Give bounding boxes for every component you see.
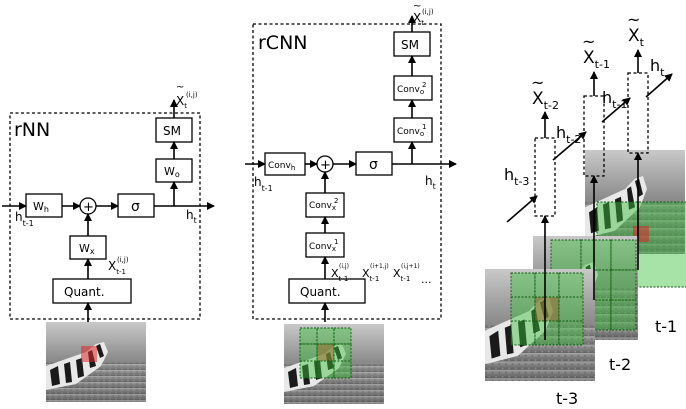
output-label-0: Xt-2 [532,89,559,112]
rnn-panel: rNN Wh + σ Wx Quant. Wo SM ht-1 ht [2,82,215,402]
hidden-label-0: ht-3 [504,165,529,188]
frame-t-3 [485,269,595,381]
conv-o1-sup: 1 [422,123,426,131]
rcnn-input-1: Xt-1 [362,267,379,283]
frame-label-0: t-3 [556,389,578,408]
rcnn-plus-sign: + [320,158,331,173]
hidden-label-2: ht-1 [602,88,627,111]
conv-h-label: Convh [268,161,295,172]
rnn-patch-highlight [81,346,97,362]
hidden-label-1: ht-2 [556,123,581,146]
rnn-sm-box [155,117,193,143]
rcnn-x-out: Xt [413,11,424,27]
rcnn-ellipsis: ... [421,273,432,286]
rnn-x-out-sup: (i,j) [186,91,198,99]
rnn-x-out: Xt [176,94,187,110]
frame-t-2 [533,236,638,340]
rnn-sm-label: SM [163,124,181,138]
rcnn-input-0-sup: (i,j) [339,263,349,270]
output-tilde-0: ~ [531,73,544,92]
frame-label-2: t-1 [655,317,677,336]
conv-o1-box [393,117,433,143]
rcnn-h-in: ht-1 [254,175,273,193]
rcnn-title: rCNN [258,32,308,54]
conv-x1-sup: 1 [334,238,338,246]
unrolled-panel: Xt-2 ~ Xt-1 ~ Xt ~ ht-3 ht-2 ht-1 ht t-3… [485,10,686,408]
rcnn-input-2: Xt-1 [393,267,410,283]
wh-label: Wh [33,200,49,214]
wx-label: Wx [79,242,95,256]
conv-x1-label: Convx [309,242,336,253]
output-label-2: Xt [628,26,645,49]
rcnn-quant-label: Quant. [300,285,341,299]
rcnn-input-2-sup: (i,j+1) [401,263,420,270]
hidden-label-3: ht [650,56,665,79]
wo-label: Wo [164,165,180,179]
rnn-h-in: ht-1 [15,210,34,228]
rnn-sigma-label: σ [131,199,140,215]
conv-o2-box [393,75,433,101]
rnn-frame [9,112,201,320]
rcnn-input-1-sup: (i+1,j) [370,263,389,270]
conv-x2-label: Convx [309,201,336,212]
output-label-1: Xt-1 [583,48,610,71]
rcnn-x-out-tilde: ~ [413,1,421,12]
rnn-x-in: Xt-1 [108,259,126,276]
rcnn-sm-label: SM [401,38,419,52]
cell-t [627,72,649,154]
rnn-h-out: ht [186,208,197,225]
rnn-input-image [46,322,146,402]
rcnn-panel: rCNN Convh + σ Convx 2 Convx 1 Quant. Co… [245,1,457,404]
output-tilde-1: ~ [582,32,595,51]
rcnn-sigma-label: σ [369,157,378,173]
rnn-quant-box [52,278,132,304]
rcnn-h-out: ht [425,174,436,191]
rnn-title: rNN [14,119,50,141]
rnn-plus-sign: + [83,200,94,215]
output-tilde-2: ~ [627,10,640,29]
rnn-x-in-sup: (i,j) [117,256,129,264]
conv-o1-label: Convo [397,127,424,138]
rcnn-quant-box [288,278,366,304]
rnn-quant-label: Quant. [64,285,105,299]
rcnn-conv-grid [299,327,352,379]
cell-t-2 [534,137,556,217]
conv-o2-sup: 2 [422,81,426,89]
conv-x2-sup: 2 [334,197,338,205]
frame-label-1: t-2 [609,355,631,374]
rcnn-input-image [284,324,384,404]
rcnn-x-out-sup: (i,j) [422,8,434,16]
rcnn-frame [252,23,442,320]
rcnn-input-0: Xt-1 [331,267,348,283]
conv-o2-label: Convo [397,85,424,96]
rnn-x-out-tilde: ~ [176,82,184,93]
